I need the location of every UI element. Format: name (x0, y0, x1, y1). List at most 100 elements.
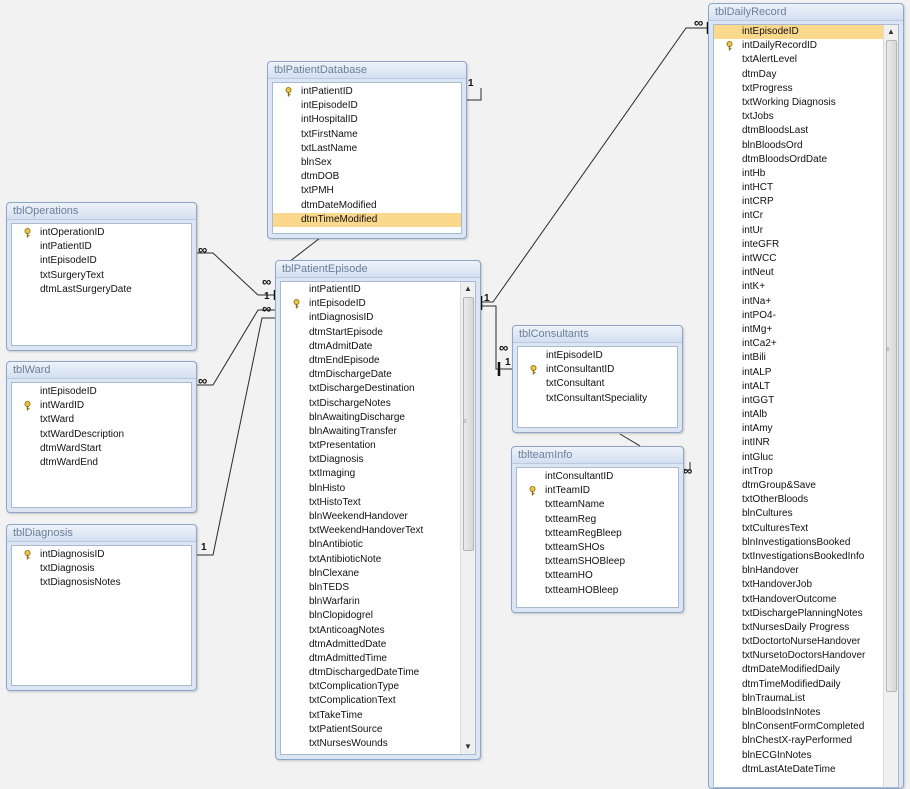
field-row[interactable]: blnHisto (281, 482, 461, 496)
field-row[interactable]: dtmWardStart (12, 442, 191, 456)
field-row[interactable]: intNeut (714, 266, 884, 280)
field-row[interactable]: txtWorking Diagnosis (714, 96, 884, 110)
table-title[interactable]: tblteamInfo (512, 447, 683, 464)
field-row[interactable]: intPO4- (714, 309, 884, 323)
field-row[interactable]: blnInvestigationsBooked (714, 536, 884, 550)
field-row[interactable]: dtmAdmittedTime (281, 652, 461, 666)
field-row[interactable]: intAmy (714, 422, 884, 436)
field-row[interactable]: intALT (714, 380, 884, 394)
table-title[interactable]: tblOperations (7, 203, 196, 220)
table-title[interactable]: tblPatientDatabase (268, 62, 466, 79)
scroll-down-arrow-icon[interactable]: ▼ (464, 742, 472, 751)
field-row[interactable]: txtOtherBloods (714, 493, 884, 507)
scroll-up-arrow-icon[interactable]: ▲ (887, 27, 895, 36)
field-row[interactable]: txtteamSHOs (517, 541, 678, 555)
field-row[interactable]: dtmAdmitDate (281, 340, 461, 354)
field-row[interactable]: intEpisodeID (12, 385, 191, 399)
table-title[interactable]: tblDiagnosis (7, 525, 196, 542)
field-row[interactable]: txtJobs (714, 110, 884, 124)
field-row[interactable]: dtmAdmittedDate (281, 638, 461, 652)
field-row[interactable]: txtWardDescription (12, 428, 191, 442)
field-row[interactable]: dtmDischargeDate (281, 368, 461, 382)
field-row[interactable]: intHospitalID (273, 113, 461, 127)
field-row[interactable]: dtmLastAteDateTime (714, 763, 884, 777)
field-row[interactable]: txtHistoText (281, 496, 461, 510)
field-row[interactable]: txtPresentation (281, 439, 461, 453)
field-row[interactable]: txtAlertLevel (714, 53, 884, 67)
field-row[interactable]: intCRP (714, 195, 884, 209)
field-row[interactable]: txtDoctortoNurseHandover (714, 635, 884, 649)
field-row[interactable]: inteGFR (714, 238, 884, 252)
field-row[interactable]: dtmTimeModified (273, 212, 461, 227)
field-row[interactable]: intCa2+ (714, 337, 884, 351)
field-row[interactable]: txtDiagnosis (281, 453, 461, 467)
field-row[interactable]: blnWeekendHandover (281, 510, 461, 524)
field-row[interactable]: blnAwaitingTransfer (281, 425, 461, 439)
field-row[interactable]: intNa+ (714, 295, 884, 309)
field-row[interactable]: txtConsultantSpeciality (518, 392, 677, 406)
field-row[interactable]: txtHandoverOutcome (714, 593, 884, 607)
field-row[interactable]: txtDiagnosisNotes (12, 576, 191, 590)
scroll-thumb[interactable] (463, 297, 474, 551)
field-row[interactable]: intGGT (714, 394, 884, 408)
field-row[interactable]: intPatientID (12, 240, 191, 254)
field-row[interactable]: txtDischargeDestination (281, 382, 461, 396)
field-row[interactable]: dtmEndEpisode (281, 354, 461, 368)
field-row[interactable]: txtNursesWounds (281, 737, 461, 751)
field-row[interactable]: intALP (714, 366, 884, 380)
field-row[interactable]: dtmGroup&Save (714, 479, 884, 493)
field-row[interactable]: blnClexane (281, 567, 461, 581)
field-row[interactable]: txtDiagnosis (12, 562, 191, 576)
field-row[interactable]: txtteamHO (517, 569, 678, 583)
field-row[interactable]: dtmTimeModifiedDaily (714, 678, 884, 692)
field-row[interactable]: txtPatientSource (281, 723, 461, 737)
field-row[interactable]: intTeamID (517, 484, 678, 498)
field-row[interactable]: intWardID (12, 399, 191, 413)
field-row[interactable]: txtWard (12, 413, 191, 427)
field-row[interactable]: txtFirstName (273, 128, 461, 142)
field-row[interactable]: blnChestX-rayPerformed (714, 734, 884, 748)
field-row[interactable]: txtDischargePlanningNotes (714, 607, 884, 621)
field-row[interactable]: txtAnticoagNotes (281, 624, 461, 638)
field-row[interactable]: txtteamHOBleep (517, 584, 678, 598)
field-row[interactable]: dtmDischargedDateTime (281, 666, 461, 680)
field-row[interactable]: txtConsultant (518, 377, 677, 391)
field-row[interactable]: txtWeekendHandoverText (281, 524, 461, 538)
table-title[interactable]: tblWard (7, 362, 196, 379)
field-row[interactable]: blnECGInNotes (714, 749, 884, 763)
field-row[interactable]: intGluc (714, 451, 884, 465)
table-title[interactable]: tblPatientEpisode (276, 261, 480, 278)
field-row[interactable]: dtmDay (714, 68, 884, 82)
field-row[interactable]: intBili (714, 351, 884, 365)
field-row[interactable]: txtteamSHOBleep (517, 555, 678, 569)
field-row[interactable]: blnAntibiotic (281, 538, 461, 552)
vertical-scrollbar[interactable]: ▲ ≡ (883, 25, 898, 787)
field-row[interactable]: intEpisodeID (518, 349, 677, 363)
field-row[interactable]: txtteamName (517, 498, 678, 512)
field-row[interactable]: txtteamRegBleep (517, 527, 678, 541)
field-row[interactable]: dtmWardEnd (12, 456, 191, 470)
field-row[interactable]: txtImaging (281, 467, 461, 481)
field-row[interactable]: dtmStartEpisode (281, 326, 461, 340)
field-row[interactable]: blnClopidogrel (281, 609, 461, 623)
field-row[interactable]: txtInvestigationsBookedInfo (714, 550, 884, 564)
field-row[interactable]: txtSurgeryText (12, 269, 191, 283)
field-row[interactable]: intEpisodeID (273, 99, 461, 113)
field-row[interactable]: intTrop (714, 465, 884, 479)
field-row[interactable]: blnTEDS (281, 581, 461, 595)
field-row[interactable]: intCr (714, 209, 884, 223)
field-row[interactable]: intPatientID (281, 283, 461, 297)
field-row[interactable]: intDiagnosisID (12, 548, 191, 562)
field-row[interactable]: intConsultantID (517, 470, 678, 484)
field-row[interactable]: intDailyRecordID (714, 39, 884, 53)
field-row[interactable]: txtLastName (273, 142, 461, 156)
